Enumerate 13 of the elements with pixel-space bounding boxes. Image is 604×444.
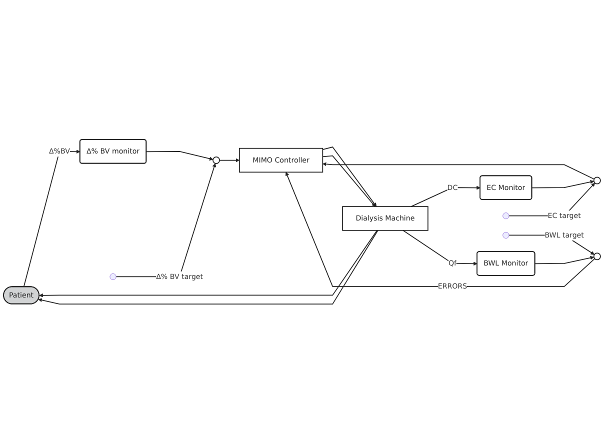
arrow (322, 162, 595, 180)
arrow (532, 180, 594, 188)
arrow (219, 158, 240, 162)
node-circle (593, 252, 601, 260)
arrow (23, 150, 80, 288)
arrow (322, 146, 377, 207)
arrow (322, 156, 376, 207)
arrow (534, 256, 594, 264)
node-circle (212, 156, 220, 164)
arrow (146, 151, 214, 161)
arrow (410, 186, 480, 208)
arrow (402, 230, 478, 266)
node-circle (593, 177, 601, 184)
